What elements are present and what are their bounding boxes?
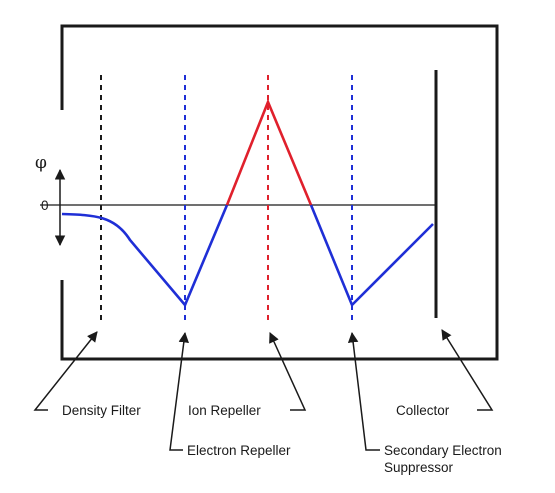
density-filter-callout — [33, 331, 98, 411]
electron-repeller-callout — [169, 331, 190, 451]
electron-repeller-label: Electron Repeller — [187, 443, 291, 458]
potential-curve-positive — [225, 98, 313, 206]
secondary-electron-label-line1: Secondary Electron — [384, 443, 502, 458]
secondary-electron-callout — [347, 331, 380, 451]
zero-label: 0 — [41, 198, 49, 213]
secondary-electron-label-line2: Suppressor — [384, 460, 454, 475]
phi-symbol: φ — [35, 153, 47, 173]
housing-frame — [60, 24, 499, 361]
potential-curve-negative — [61, 204, 434, 308]
collector-callout — [441, 329, 494, 411]
ion-repeller-callout — [269, 332, 307, 411]
density-filter-label: Density Filter — [62, 403, 141, 418]
ion-repeller-label: Ion Repeller — [188, 403, 261, 418]
collector-label: Collector — [396, 403, 450, 418]
